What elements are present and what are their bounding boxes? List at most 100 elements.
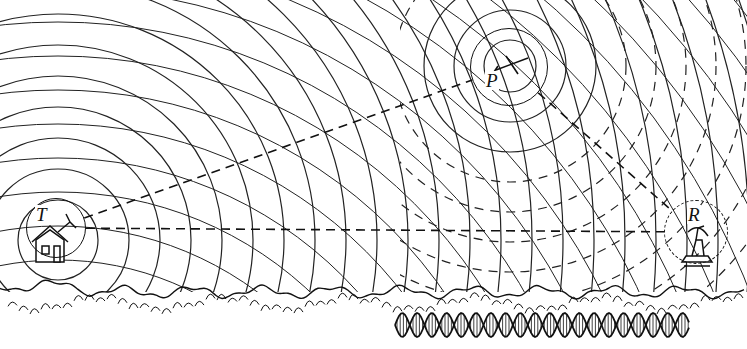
bush xyxy=(591,297,600,302)
bush xyxy=(536,306,545,310)
aircraft-circle: P xyxy=(470,28,548,106)
helix-hatch xyxy=(521,314,522,337)
echo-front xyxy=(454,10,566,122)
helix-hatch xyxy=(445,314,446,337)
wave-front xyxy=(0,0,664,292)
helix-hatch xyxy=(608,313,609,337)
helix-hatch xyxy=(547,315,548,336)
bush xyxy=(602,293,611,298)
helix-hatch xyxy=(400,314,401,335)
bush xyxy=(470,293,479,298)
bush xyxy=(195,301,204,306)
helix-hatch xyxy=(493,314,494,336)
bush xyxy=(382,302,391,307)
helix-hatch xyxy=(448,314,449,337)
echo-wave-fronts xyxy=(400,0,747,292)
echo-front xyxy=(400,0,626,182)
bush xyxy=(107,294,116,299)
wave-front xyxy=(0,0,656,292)
bush xyxy=(52,305,61,309)
bush xyxy=(503,299,512,304)
bush xyxy=(668,305,677,309)
bush xyxy=(635,301,644,306)
helix-hatch xyxy=(470,320,471,329)
wave-front xyxy=(0,0,346,292)
echo-front xyxy=(400,0,747,292)
bush xyxy=(723,297,732,302)
helix-hatch xyxy=(528,324,529,326)
echo-front xyxy=(400,0,746,292)
bush xyxy=(657,308,666,314)
bush xyxy=(184,303,193,307)
wave-front xyxy=(18,200,98,280)
bush xyxy=(327,300,336,305)
echo-front xyxy=(424,0,596,152)
bush xyxy=(239,296,248,301)
bush xyxy=(415,307,424,312)
helix-hatch xyxy=(557,324,558,325)
helix-hatch xyxy=(454,323,455,326)
ground-bushes xyxy=(0,280,744,314)
bush xyxy=(580,298,589,302)
helix-hatch xyxy=(480,317,481,333)
helix-hatch xyxy=(624,313,625,337)
helix-hatch xyxy=(537,315,538,335)
helix-hatch xyxy=(582,316,583,335)
helix-hatch xyxy=(409,324,410,325)
wave-front xyxy=(0,0,747,292)
helix-hatch xyxy=(512,323,513,327)
station-letter: R xyxy=(687,205,701,224)
echo-front xyxy=(484,40,536,92)
helix-hatch xyxy=(505,313,506,337)
bush xyxy=(393,307,402,313)
bush xyxy=(360,299,369,303)
helix-hatch xyxy=(525,318,526,331)
helix-hatch xyxy=(646,323,647,327)
bush xyxy=(437,299,446,305)
bush xyxy=(448,299,457,303)
helix-hatch xyxy=(553,317,554,333)
bush xyxy=(514,304,523,309)
wave-front xyxy=(0,0,747,292)
helix-strand xyxy=(395,313,689,337)
helix-hatch xyxy=(675,324,676,326)
helix-hatch xyxy=(566,314,567,336)
helix-hatch xyxy=(515,319,516,331)
helix-hatch xyxy=(688,321,689,330)
bush xyxy=(261,305,270,311)
helix-hatch xyxy=(601,324,602,326)
bush xyxy=(250,300,259,305)
helix-hatch xyxy=(665,314,666,336)
helix-hatch xyxy=(576,316,577,335)
wave-front xyxy=(0,107,191,292)
helix-hatch xyxy=(406,318,407,333)
helix-strand xyxy=(395,313,689,337)
bush xyxy=(404,306,413,310)
wave-front xyxy=(0,0,687,292)
wave-front xyxy=(0,0,747,292)
bush xyxy=(734,294,743,299)
bush xyxy=(228,298,237,302)
helix-hatch xyxy=(464,315,465,335)
wave-front xyxy=(0,90,528,292)
helix-hatch xyxy=(499,322,500,328)
wave-front xyxy=(0,22,596,292)
bush xyxy=(173,302,182,308)
wave-front xyxy=(0,0,747,292)
helix-hatch xyxy=(573,322,574,327)
bush xyxy=(30,309,39,314)
helix-hatch xyxy=(685,315,686,336)
bush xyxy=(338,293,347,298)
wave-front xyxy=(0,226,392,292)
helix-hatch xyxy=(502,315,503,334)
wave-front xyxy=(0,158,460,292)
wave-front xyxy=(0,0,747,292)
bush xyxy=(129,303,138,309)
helix-hatch xyxy=(630,324,631,326)
echo-front xyxy=(400,0,686,242)
helix-hatch xyxy=(643,319,644,331)
helix-hatch xyxy=(457,316,458,333)
bush xyxy=(712,297,721,301)
helix-hatch xyxy=(483,324,484,326)
